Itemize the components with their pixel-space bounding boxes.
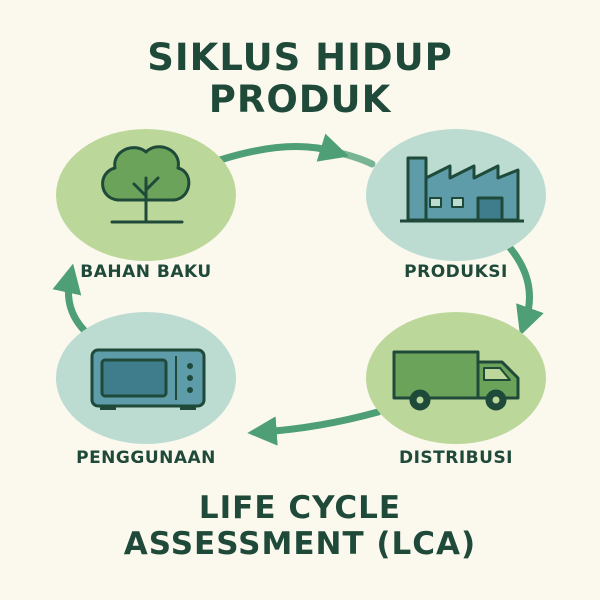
arrow-bahan-to-produksi <box>216 133 350 164</box>
microwave-icon <box>90 348 206 410</box>
stage-label-penggunaan: PENGGUNAAN <box>76 448 216 468</box>
subtitle-line-1: LIFE CYCLE <box>198 490 402 526</box>
tree-icon <box>101 145 191 224</box>
arrow-distribusi-to-penggunaan <box>247 408 382 446</box>
stage-label-produksi: PRODUKSI <box>404 262 508 282</box>
factory-icon <box>400 156 524 223</box>
title-line-1: SIKLUS HIDUP <box>147 36 453 79</box>
arrow-produksi-to-distribusi <box>501 238 544 336</box>
truck-icon <box>392 350 520 411</box>
stage-label-bahan-baku: BAHAN BAKU <box>80 262 212 282</box>
title-line-2: PRODUK <box>208 78 392 121</box>
stage-label-distribusi: DISTRIBUSI <box>398 448 514 468</box>
arrow-connector-top <box>336 149 376 168</box>
subtitle-line-2: ASSESSMENT (LCA) <box>123 526 477 562</box>
